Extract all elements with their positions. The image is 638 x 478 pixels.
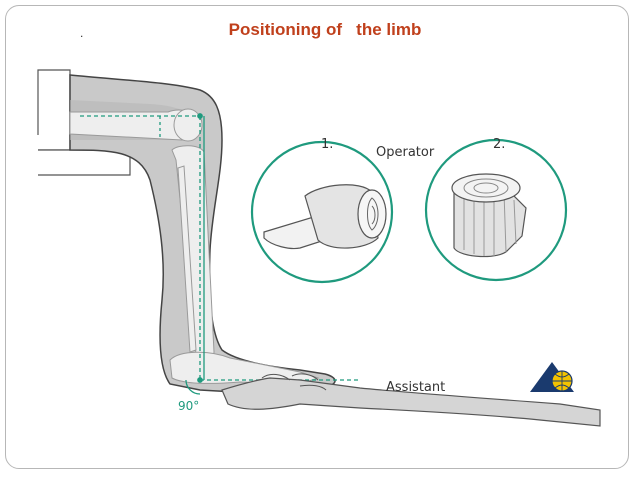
step-1-label: 1. [321,137,333,152]
padding-roll-icon [451,173,527,258]
step-2-label: 2. [493,137,505,152]
bandage-roll-1 [250,140,394,284]
bullet-marker: . [80,26,84,40]
bandage-roll-2 [424,138,568,282]
assistant-arm [221,373,601,427]
table-outline [37,69,131,176]
assistant-label: Assistant [386,380,445,395]
globe-logo-icon [530,362,574,392]
slide-title: Positioning of the limb [228,20,422,39]
angle-label: 90° [178,399,199,413]
crepe-bandage-roll-icon [263,184,387,250]
operator-label: Operator [376,145,435,160]
